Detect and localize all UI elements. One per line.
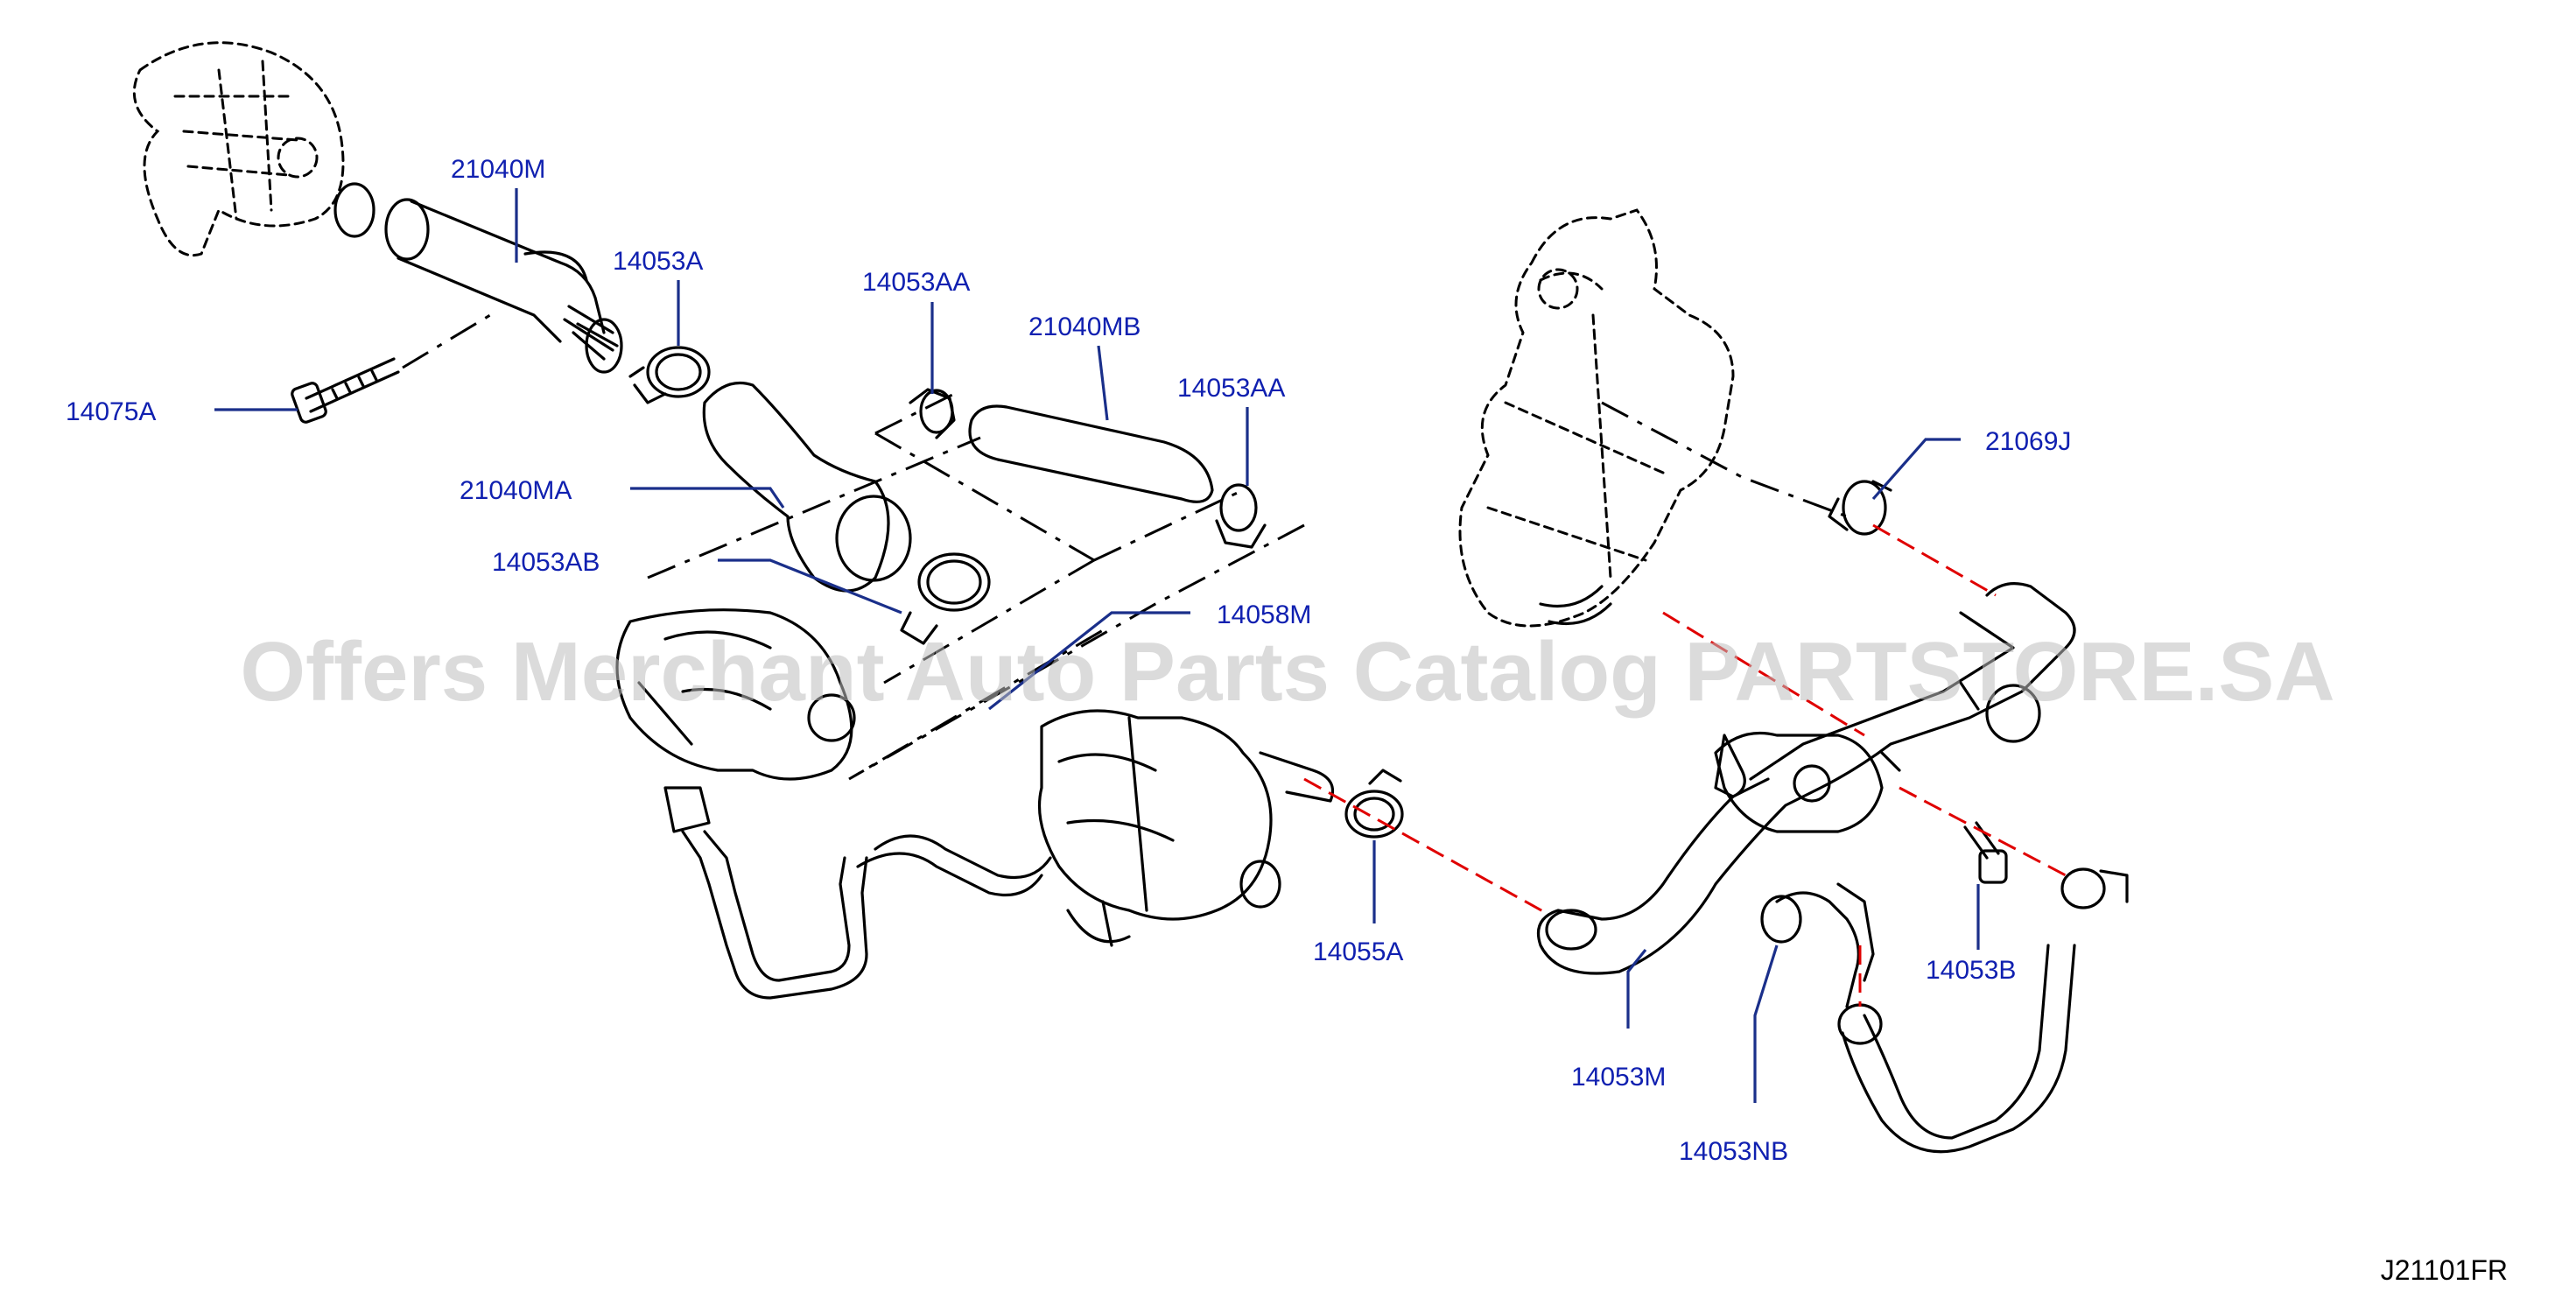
water-outlet-14053m bbox=[1536, 582, 2076, 975]
label-21069j: 21069J bbox=[1985, 427, 2071, 456]
callout-labels: 21040M 14053A 14053AA 21040MB 14053AA 14… bbox=[66, 155, 2071, 1166]
clamp-21069j bbox=[1828, 480, 1892, 536]
turbo-assembly-center bbox=[1038, 709, 1335, 947]
assembly-guides bbox=[647, 392, 1848, 781]
diagram-code: J21101FR bbox=[2381, 1254, 2508, 1286]
connection-lines bbox=[1303, 523, 2067, 1007]
leader-lines bbox=[214, 188, 1980, 1103]
clamp-14053ab bbox=[900, 552, 991, 645]
label-14053aa-lower: 14053AA bbox=[1177, 374, 1285, 403]
turbo-housing-left bbox=[615, 608, 856, 833]
label-21040mb: 21040MB bbox=[1028, 312, 1141, 341]
bolt-14053b bbox=[1963, 821, 2008, 884]
clamp-14055a bbox=[1344, 769, 1404, 839]
label-14053a: 14053A bbox=[613, 247, 703, 276]
hose-14053nb bbox=[1760, 867, 2129, 1154]
label-14053b: 14053B bbox=[1926, 956, 2016, 985]
pipe-21040m bbox=[333, 182, 623, 374]
watermark-text: Offers Merchant Auto Parts Catalog PARTS… bbox=[240, 625, 2334, 719]
hose-21040mb bbox=[909, 388, 1267, 549]
hose-21040ma bbox=[702, 381, 912, 593]
label-14053aa-upper: 14053AA bbox=[862, 268, 970, 297]
coolant-tube-lower-left bbox=[681, 830, 1052, 1000]
label-14055a: 14055A bbox=[1313, 937, 1403, 966]
label-14053m: 14053M bbox=[1571, 1063, 1666, 1092]
label-14053nb: 14053NB bbox=[1679, 1137, 1788, 1166]
engine-block-right bbox=[1458, 208, 1735, 628]
label-21040m: 21040M bbox=[451, 155, 545, 184]
label-21040ma: 21040MA bbox=[460, 476, 572, 505]
label-14053ab: 14053AB bbox=[492, 548, 600, 577]
bolt-14075a bbox=[291, 313, 491, 424]
clamp-14053a bbox=[628, 346, 711, 404]
label-14058m: 14058M bbox=[1217, 600, 1311, 629]
label-14075a: 14075A bbox=[66, 397, 156, 426]
engine-block-top-left bbox=[132, 41, 345, 256]
